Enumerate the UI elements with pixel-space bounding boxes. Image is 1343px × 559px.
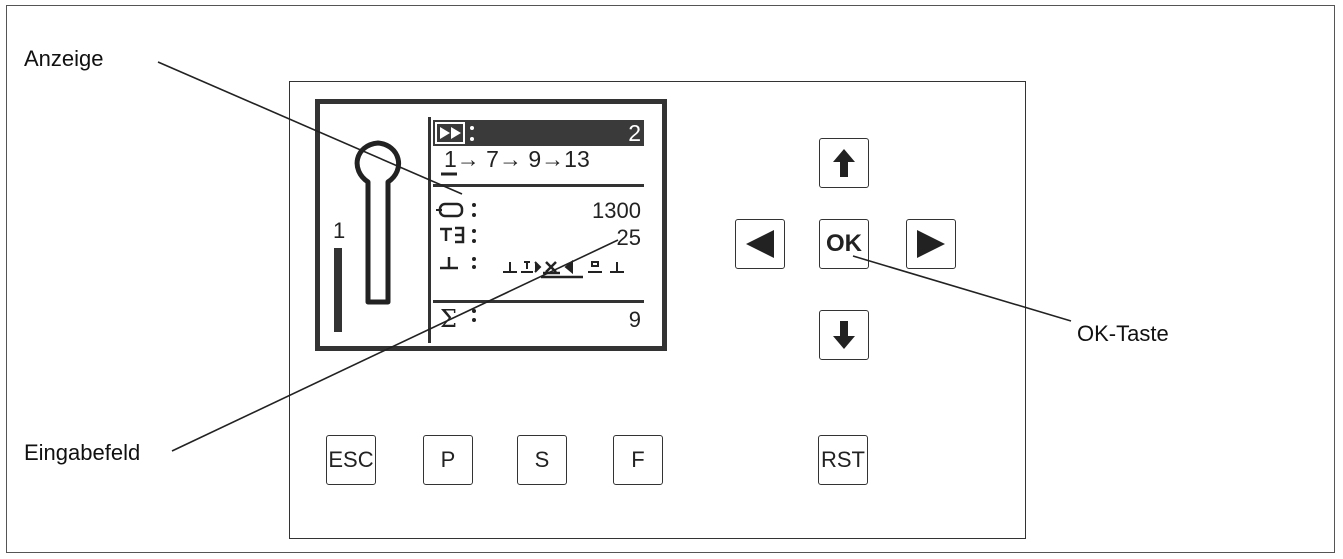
left-button[interactable] bbox=[735, 219, 785, 269]
f-button[interactable]: F bbox=[613, 435, 663, 485]
lcd-row1-value: 1300 bbox=[592, 198, 641, 223]
esc-button[interactable]: ESC bbox=[326, 435, 376, 485]
lcd-header-value: 2 bbox=[628, 120, 641, 146]
diagram-frame bbox=[6, 5, 1335, 553]
arrow-up-icon bbox=[833, 149, 855, 177]
lcd-header-row bbox=[433, 120, 644, 146]
label-anzeige: Anzeige bbox=[24, 46, 104, 71]
lcd-divider bbox=[428, 117, 431, 343]
lcd-separator-top bbox=[433, 184, 644, 187]
up-button[interactable] bbox=[819, 138, 869, 188]
lcd-sum-value: 9 bbox=[628, 307, 641, 332]
p-button[interactable]: P bbox=[423, 435, 473, 485]
down-button[interactable] bbox=[819, 310, 869, 360]
triangle-left-icon bbox=[746, 230, 774, 258]
lcd-separator-bottom bbox=[433, 300, 644, 303]
lcd-row2-value: 25 bbox=[616, 225, 641, 250]
lcd-sequence: 1→ 7→ 9→13 bbox=[444, 146, 590, 172]
s-button[interactable]: S bbox=[517, 435, 567, 485]
label-ok-taste: OK-Taste bbox=[1077, 321, 1169, 346]
lcd-side-number: 1 bbox=[333, 218, 346, 243]
label-eingabefeld: Eingabefeld bbox=[24, 440, 141, 465]
arrow-down-icon bbox=[833, 321, 855, 349]
ok-button[interactable]: OK bbox=[819, 219, 869, 269]
right-button[interactable] bbox=[906, 219, 956, 269]
rst-button[interactable]: RST bbox=[818, 435, 868, 485]
triangle-right-icon bbox=[917, 230, 945, 258]
